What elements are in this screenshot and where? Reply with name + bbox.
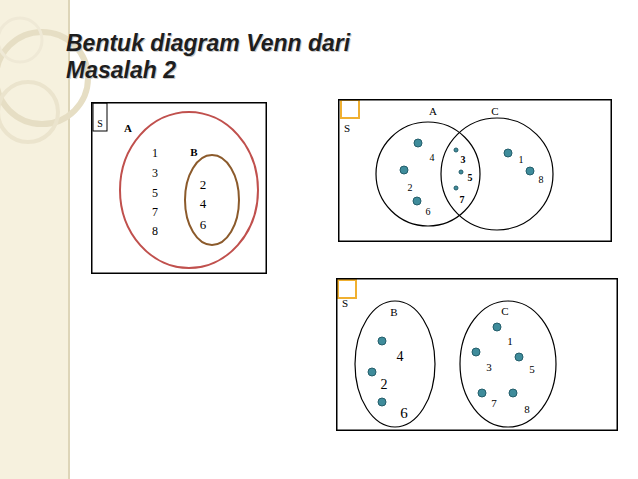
set-outline-rect [91,102,267,274]
outline [337,279,618,431]
set-element: 2 [381,378,388,392]
set-name: S [342,298,348,309]
set-element: 7 [152,206,158,218]
element-dots [368,139,534,406]
deco-ring [0,82,58,142]
set-element: 4 [200,197,207,210]
set-tag-box [93,103,107,131]
set-element: 8 [539,175,544,185]
set-circle: A 1 3 5 7 8 B 2 4 6 [120,112,258,268]
set-name: A [429,106,437,117]
outline [120,112,258,268]
slide-title: Bentuk diagram Venn dari Masalah 2 [66,30,366,84]
set-element: 1 [152,147,158,159]
intersection-element: 7 [460,195,465,205]
universal-set-box: S A 1 3 5 7 8 B 2 4 6 [91,102,267,274]
set-element: 6 [400,406,408,421]
set-outline-ellipse [355,301,435,427]
universal-set-box: S B 426 C 1 3 5 7 8 [336,278,618,431]
set-element: 2 [408,183,413,193]
set-name: S [344,123,350,134]
set-element: 8 [524,404,530,415]
outline [355,301,435,427]
set-circle: A426 [376,122,480,226]
intersection-element: 5 [468,173,473,183]
set-name: A [124,123,132,134]
set-element: 3 [486,362,492,373]
set-name: B [390,307,397,318]
set-element: 7 [491,398,497,409]
set-name: C [501,306,508,317]
set-name: C [491,106,498,117]
deco-ring [0,18,42,62]
set-element: 8 [152,225,158,237]
side-band [0,0,68,479]
intersection-element: 3 [461,155,466,165]
set-outline-ellipse [185,155,239,245]
set-element: 1 [507,336,513,347]
outline [339,100,612,242]
outline [460,301,556,427]
set-tag-box [338,280,356,298]
set-name: S [97,119,103,129]
set-outline-ellipse [441,118,553,230]
set-circle: C 1 3 5 7 8 [460,301,556,427]
set-circle: B 426 [355,301,435,427]
set-name: B [190,147,197,158]
outline [441,118,553,230]
set-element: 3 [152,167,158,179]
set-outline-rect [336,278,618,431]
universal-set-box: S A 4 2 6 C 1 8 [338,99,612,242]
set-element: 1 [519,155,524,165]
set-element: 5 [152,187,158,199]
set-element: 6 [426,207,431,217]
set-element: 2 [200,178,207,191]
set-element: 4 [430,153,435,163]
subset-circle: B246 [185,155,239,245]
set-element: 6 [200,218,207,231]
set-outline-ellipse [120,112,258,268]
outline [185,155,239,245]
set-tag-box [341,100,359,118]
set-circle: C18 [441,118,553,230]
set-element: 4 [397,350,404,364]
set-outline-rect [338,99,612,242]
outline [376,122,480,226]
outline [92,103,267,274]
set-outline-ellipse [460,301,556,427]
set-element: 5 [529,364,535,375]
